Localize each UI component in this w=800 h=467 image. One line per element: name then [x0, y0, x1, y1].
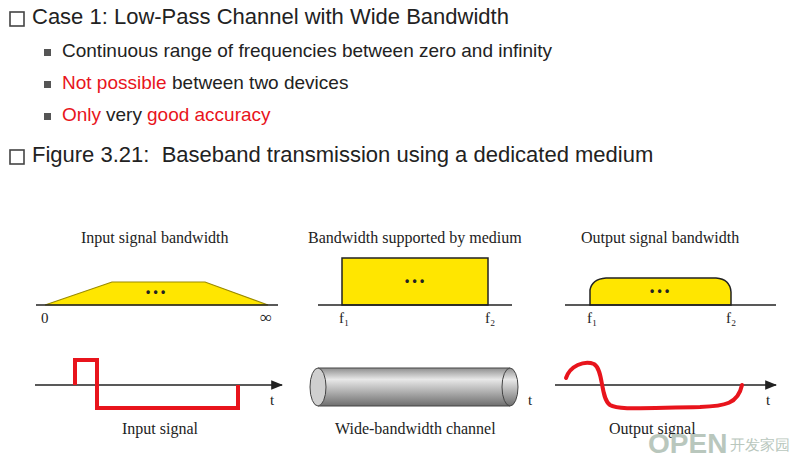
axis-name: t	[766, 392, 770, 409]
frequency-axis	[36, 304, 278, 306]
bullet-text: very	[106, 104, 142, 126]
time-axis	[35, 384, 282, 386]
axis-tick: f₂	[485, 310, 495, 327]
square-bullet	[44, 49, 51, 56]
watermark: OPEN	[648, 428, 727, 460]
square-bullet	[44, 81, 51, 88]
plot-title: Input signal bandwidth	[81, 229, 229, 247]
axis-tick: 0	[41, 310, 49, 327]
axis-name: t	[270, 392, 274, 409]
plot-title: Bandwidth supported by medium	[308, 229, 522, 247]
medium-band	[342, 258, 488, 305]
ellipsis: • • •	[650, 285, 669, 299]
axis-name: t	[528, 392, 532, 409]
checkbox-bullet	[10, 150, 24, 164]
axis-tick: f₁	[587, 310, 597, 327]
square-bullet	[44, 113, 51, 120]
output-waveform	[566, 363, 742, 408]
slide-title: Case 1: Low-Pass Channel with Wide Bandw…	[32, 4, 509, 29]
cable-end	[502, 368, 518, 406]
bullet-text: Not possible	[62, 72, 167, 94]
bullet-text: Only	[62, 104, 101, 126]
plot-title: Output signal bandwidth	[581, 229, 739, 247]
figure-caption: Figure 3.21: Baseband transmission using…	[32, 142, 653, 167]
frequency-axis	[318, 304, 512, 306]
bullet-text: between two devices	[172, 72, 348, 94]
watermark: 开发家园	[730, 436, 790, 453]
axis-tick: f₂	[726, 310, 736, 327]
input-waveform	[75, 360, 238, 408]
axis-tick: f₁	[339, 310, 349, 327]
cable-end	[310, 368, 326, 406]
ellipsis: • • •	[405, 275, 424, 289]
ellipsis: • • •	[146, 286, 165, 300]
input-spectrum	[45, 282, 268, 305]
channel-caption: Wide-bandwidth channel	[335, 420, 496, 438]
bullet-text: good accuracy	[147, 104, 271, 126]
bullet-text: Continuous range of frequencies between …	[62, 40, 552, 62]
frequency-axis	[565, 304, 776, 306]
signal-caption: Input signal	[122, 420, 198, 438]
output-spectrum	[590, 278, 731, 305]
checkbox-bullet	[10, 12, 24, 26]
axis-tick: ∞	[260, 308, 272, 328]
cable-body	[318, 368, 510, 406]
